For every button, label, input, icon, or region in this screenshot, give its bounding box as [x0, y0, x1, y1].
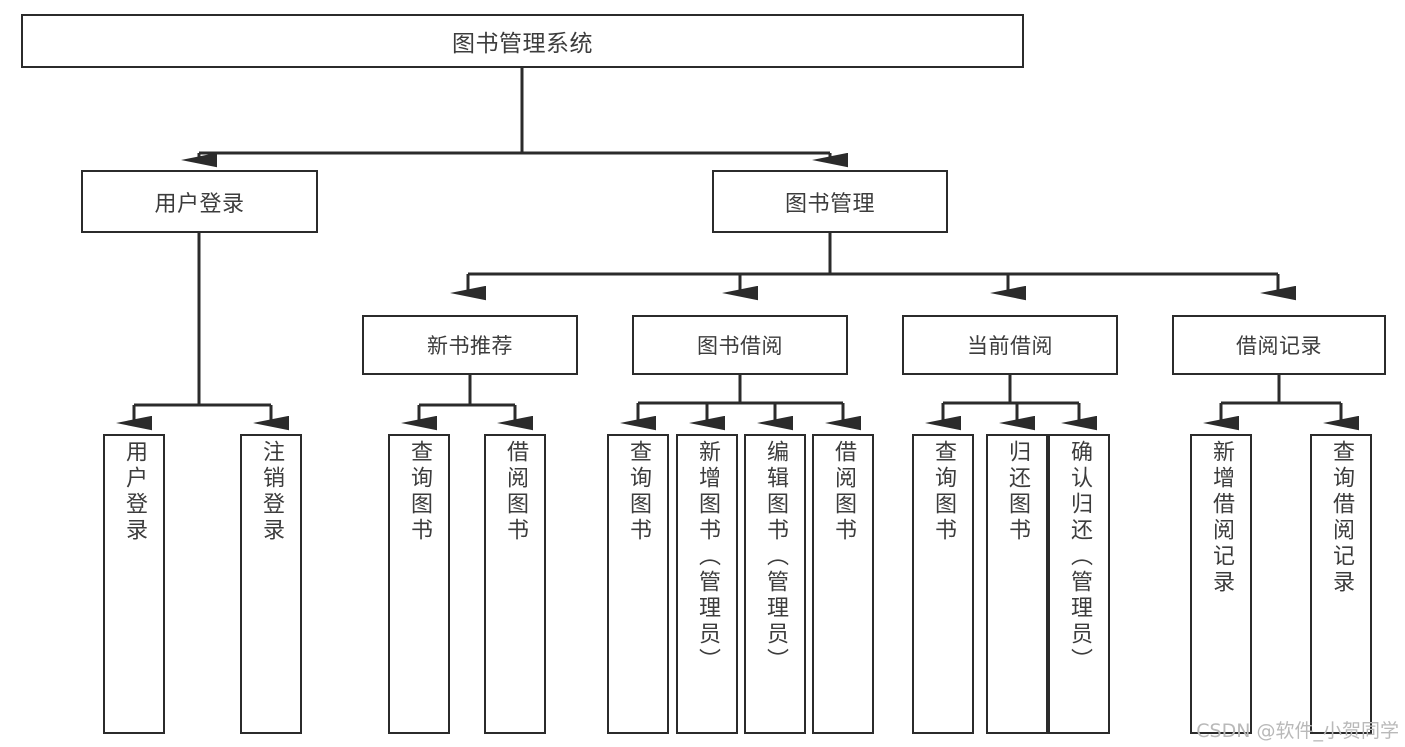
- node-leaf-query-book-3[interactable]: 查询图书: [912, 434, 974, 734]
- node-leaf-query-book-3-label: 查询图书: [930, 440, 956, 544]
- node-user-login-label: 用户登录: [154, 191, 245, 217]
- node-book-manage-label: 图书管理: [784, 191, 875, 217]
- node-borrow-record[interactable]: 借阅记录: [1172, 315, 1386, 375]
- node-leaf-edit-book-label: 编辑图书（管理员）: [762, 440, 788, 674]
- node-leaf-confirm-return-label: 确认归还（管理员）: [1066, 440, 1092, 674]
- node-leaf-edit-book[interactable]: 编辑图书（管理员）: [744, 434, 806, 734]
- node-leaf-query-book-2-label: 查询图书: [625, 440, 651, 544]
- node-leaf-user-login-label: 用户登录: [121, 440, 147, 544]
- node-borrow-record-label: 借阅记录: [1236, 334, 1322, 358]
- node-leaf-confirm-return[interactable]: 确认归还（管理员）: [1048, 434, 1110, 734]
- node-new-book-recommend-label: 新书推荐: [427, 334, 513, 358]
- node-leaf-add-book[interactable]: 新增图书（管理员）: [676, 434, 738, 734]
- node-leaf-query-record-label: 查询借阅记录: [1328, 440, 1354, 596]
- node-leaf-borrow-book-1-label: 借阅图书: [502, 440, 528, 544]
- node-leaf-query-record[interactable]: 查询借阅记录: [1310, 434, 1372, 734]
- node-leaf-return-book[interactable]: 归还图书: [986, 434, 1048, 734]
- node-root[interactable]: 图书管理系统: [21, 14, 1024, 68]
- node-leaf-query-book-1-label: 查询图书: [406, 440, 432, 544]
- node-leaf-user-login[interactable]: 用户登录: [103, 434, 165, 734]
- node-leaf-query-book-2[interactable]: 查询图书: [607, 434, 669, 734]
- node-current-borrow[interactable]: 当前借阅: [902, 315, 1118, 375]
- node-book-borrow-label: 图书借阅: [697, 334, 783, 358]
- node-leaf-add-record[interactable]: 新增借阅记录: [1190, 434, 1252, 734]
- node-book-manage[interactable]: 图书管理: [712, 170, 948, 233]
- node-leaf-return-book-label: 归还图书: [1004, 440, 1030, 544]
- node-leaf-logout[interactable]: 注销登录: [240, 434, 302, 734]
- node-current-borrow-label: 当前借阅: [967, 334, 1053, 358]
- node-leaf-add-record-label: 新增借阅记录: [1208, 440, 1234, 596]
- node-leaf-logout-label: 注销登录: [258, 440, 284, 544]
- node-leaf-borrow-book-2[interactable]: 借阅图书: [812, 434, 874, 734]
- node-leaf-borrow-book-2-label: 借阅图书: [830, 440, 856, 544]
- node-leaf-add-book-label: 新增图书（管理员）: [694, 440, 720, 674]
- node-root-label: 图书管理系统: [452, 31, 593, 57]
- node-leaf-borrow-book-1[interactable]: 借阅图书: [484, 434, 546, 734]
- node-book-borrow[interactable]: 图书借阅: [632, 315, 848, 375]
- node-new-book-recommend[interactable]: 新书推荐: [362, 315, 578, 375]
- node-leaf-query-book-1[interactable]: 查询图书: [388, 434, 450, 734]
- node-user-login[interactable]: 用户登录: [81, 170, 318, 233]
